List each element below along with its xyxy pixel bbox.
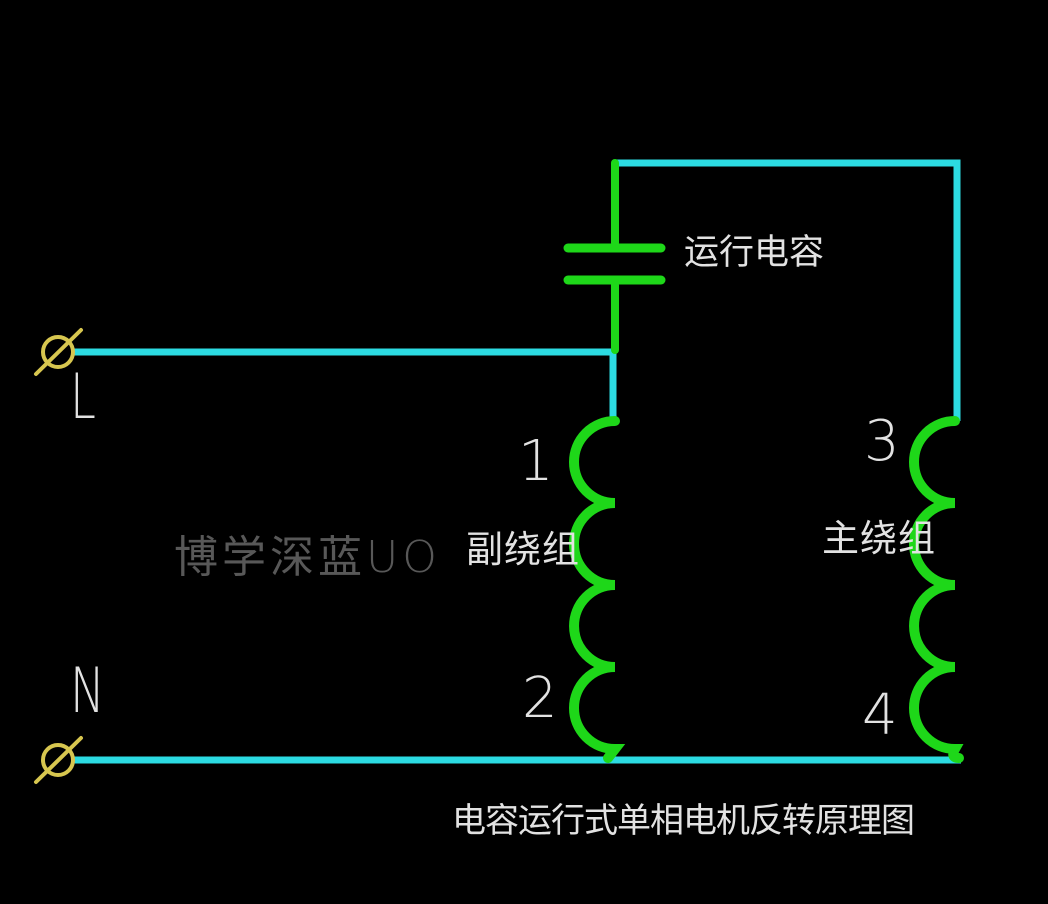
- wire-live: [74, 348, 617, 421]
- run-capacitor-label: 运行电容: [684, 233, 825, 273]
- aux-winding-terminal-2: 2: [522, 666, 558, 731]
- main-winding-coil: [909, 416, 964, 763]
- terminal-live-circle: [41, 335, 75, 369]
- main-winding-terminal-4: 4: [862, 683, 898, 748]
- aux-winding-label: 副绕组: [466, 528, 580, 571]
- neutral-terminal-label: N: [70, 654, 105, 727]
- terminal-neutral-slash: [34, 736, 83, 784]
- main-winding-terminal-3: 3: [864, 409, 900, 474]
- watermark: 博学深蓝UO: [174, 532, 441, 583]
- wire-top-loop: [613, 159, 961, 421]
- live-terminal-label: L: [70, 360, 96, 433]
- diagram-title: 电容运行式单相电机反转原理图: [452, 801, 915, 841]
- terminal-live-slash: [34, 328, 83, 376]
- aux-winding-terminal-1: 1: [518, 429, 554, 494]
- terminal-neutral-circle: [41, 743, 75, 777]
- main-winding-label: 主绕组: [822, 517, 936, 560]
- aux-winding-coil: [569, 416, 626, 763]
